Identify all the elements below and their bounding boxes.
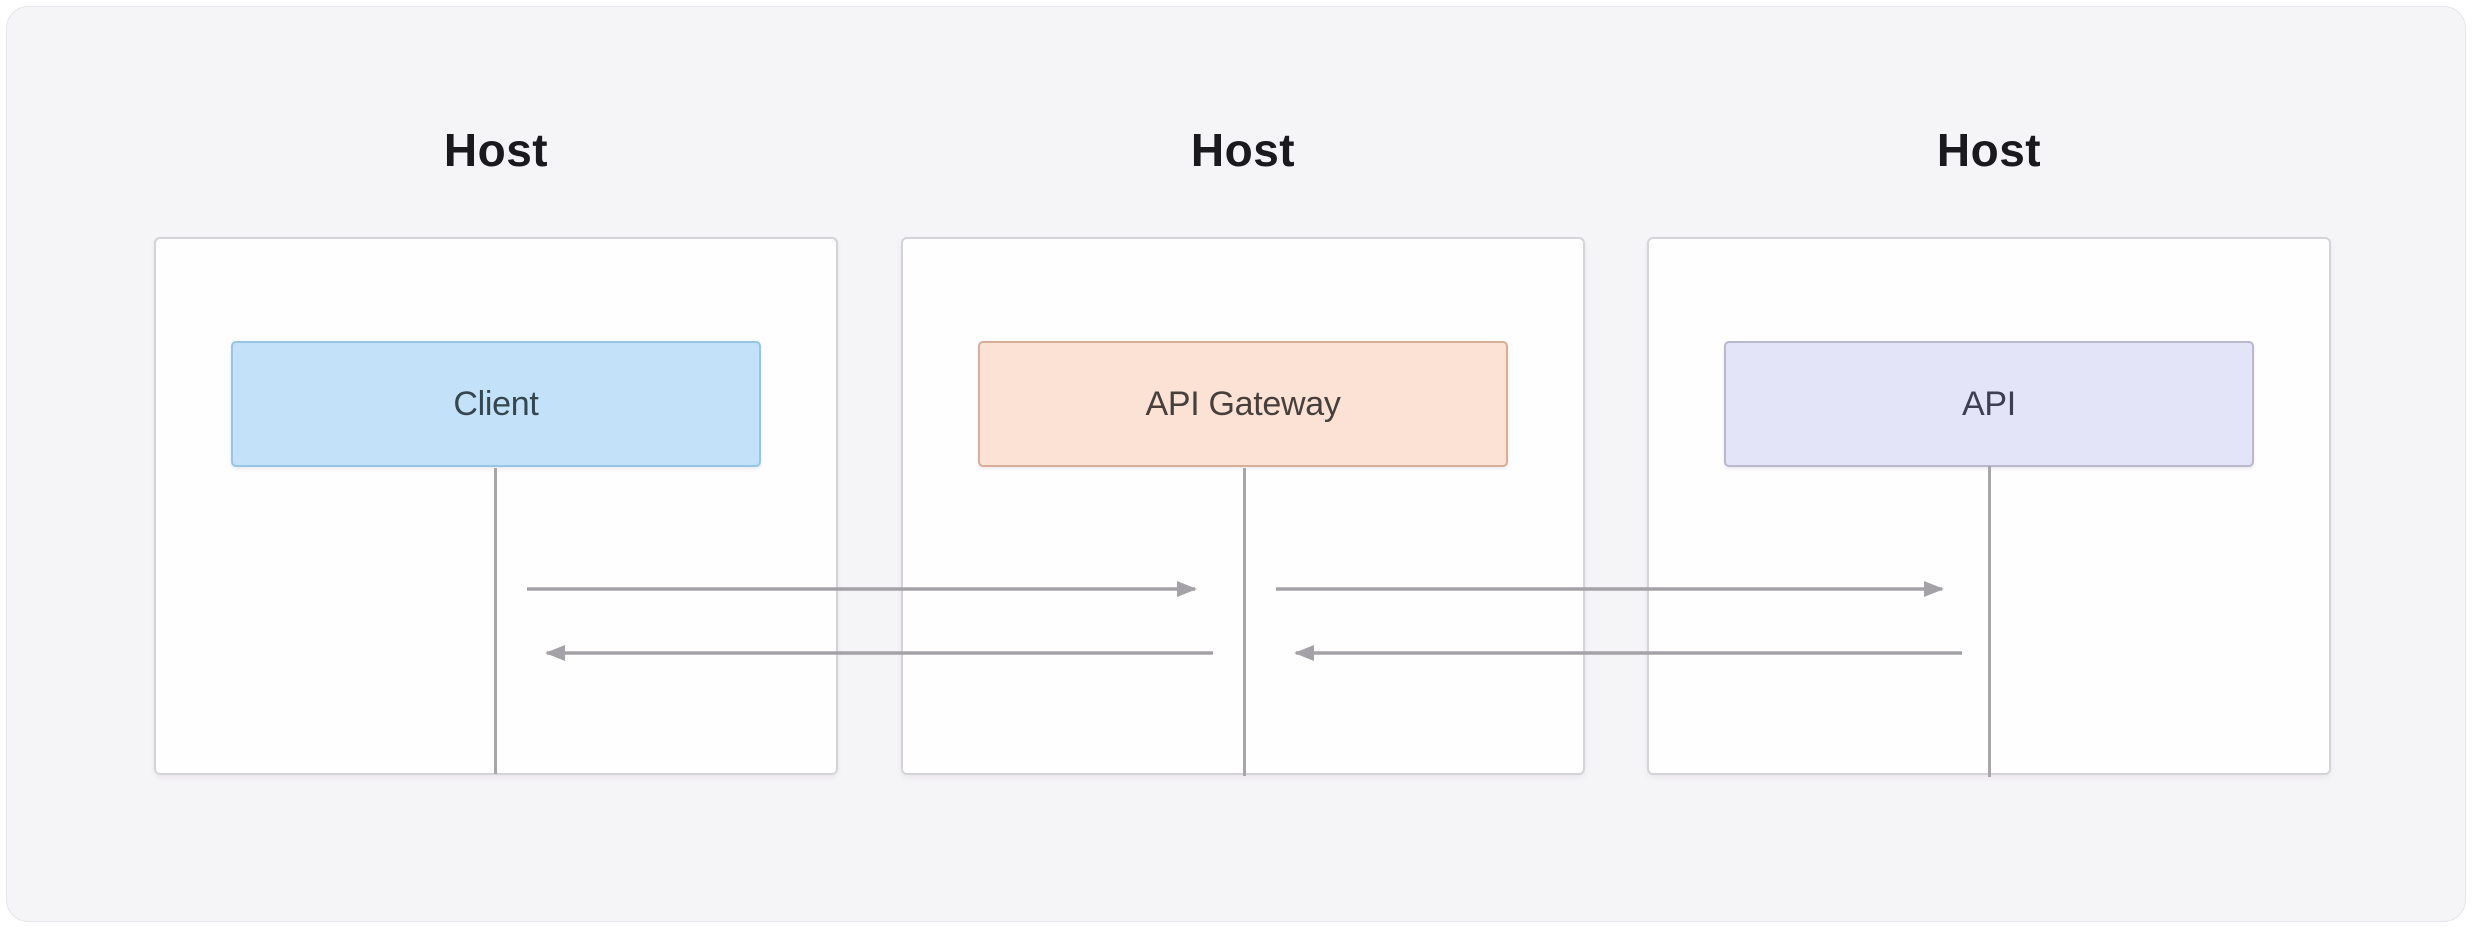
api-gateway-node: API Gateway <box>978 341 1508 467</box>
api-node-label: API <box>1962 384 2016 423</box>
diagram-panel: Host Host Host Client API Gateway API <box>6 6 2466 922</box>
client-node: Client <box>231 341 761 467</box>
host-title-1: Host <box>443 124 549 176</box>
client-node-label: Client <box>453 384 539 423</box>
host-title-2: Host <box>1190 124 1296 176</box>
host-title-3: Host <box>1936 124 2042 176</box>
host-container-client: Client <box>154 237 838 775</box>
diagram-stage: Host Host Host Client API Gateway API <box>7 7 2465 921</box>
api-gateway-node-label: API Gateway <box>1145 384 1341 423</box>
api-node: API <box>1724 341 2254 467</box>
host-container-api: API <box>1647 237 2331 775</box>
host-container-api-gateway: API Gateway <box>901 237 1585 775</box>
